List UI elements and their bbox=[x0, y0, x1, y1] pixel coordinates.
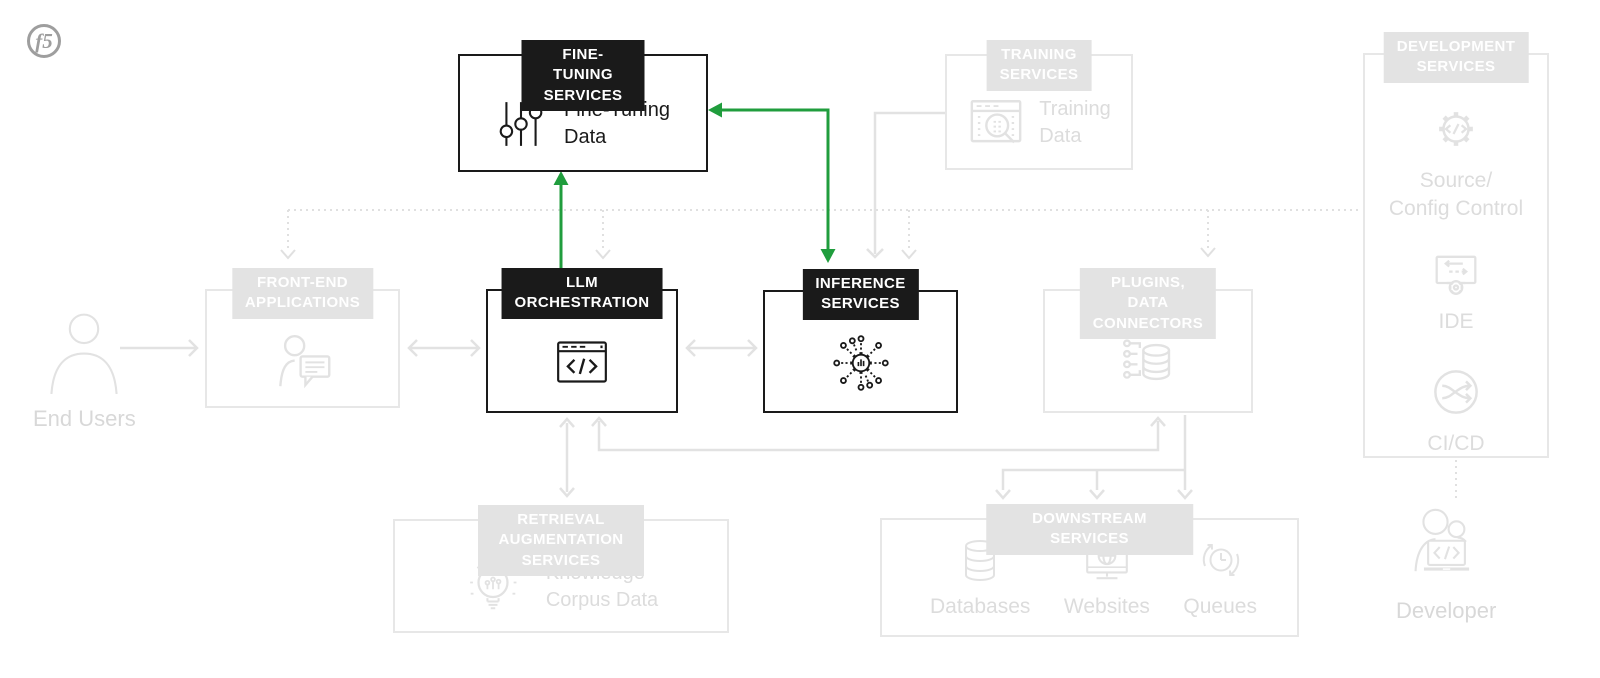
svg-text:f5: f5 bbox=[35, 29, 53, 53]
gear-code-icon bbox=[1426, 99, 1486, 159]
dev-item-ide: IDE bbox=[1428, 250, 1484, 336]
node-header: FINE-TUNING SERVICES bbox=[521, 40, 645, 111]
dev-item-cicd: CI/CD bbox=[1426, 362, 1486, 458]
node-downstream-services: DOWNSTREAM SERVICES Databases bbox=[880, 504, 1299, 637]
node-header: LLM ORCHESTRATION bbox=[501, 268, 663, 319]
node-header: INFERENCE SERVICES bbox=[802, 269, 919, 320]
downstream-item-websites: Websites bbox=[1064, 539, 1150, 621]
developer-figure: Developer bbox=[1396, 506, 1496, 626]
cicd-icon bbox=[1426, 362, 1486, 422]
node-inference-services: INFERENCE SERVICES bbox=[763, 269, 958, 413]
node-development-services: DEVELOPMENT SERVICES Source/ Config Cont… bbox=[1363, 32, 1549, 458]
downstream-item-label: Databases bbox=[930, 594, 1031, 618]
node-training-services: TRAINING SERVICES Training Data bbox=[945, 40, 1133, 170]
node-header: DOWNSTREAM SERVICES bbox=[985, 504, 1194, 555]
node-retrieval-augmentation-services: RETRIEVAL AUGMENTATION SERVICES Knowled bbox=[393, 505, 729, 633]
gear-hub-icon bbox=[830, 332, 892, 394]
table-search-icon bbox=[967, 94, 1025, 152]
queues-icon bbox=[1195, 535, 1245, 585]
node-header: PLUGINS, DATA CONNECTORS bbox=[1079, 268, 1217, 339]
end-users-label: End Users bbox=[33, 406, 136, 431]
dev-item-label: CI/CD bbox=[1427, 432, 1485, 456]
developer-label: Developer bbox=[1396, 598, 1497, 623]
person-icon bbox=[41, 312, 127, 394]
code-window-icon bbox=[556, 339, 608, 385]
developer-icon bbox=[1404, 506, 1488, 586]
node-header: TRAINING SERVICES bbox=[986, 40, 1092, 91]
ide-icon bbox=[1428, 250, 1484, 300]
node-front-end-applications: FRONT-END APPLICATIONS bbox=[205, 268, 400, 408]
node-fine-tuning-services: FINE-TUNING SERVICES Fine-Tuning Data bbox=[458, 40, 708, 172]
downstream-item-databases: Databases bbox=[930, 537, 1030, 621]
database-icon bbox=[956, 537, 1004, 585]
f5-logo: f5 bbox=[26, 23, 64, 61]
database-connector-icon bbox=[1120, 334, 1176, 390]
dotted-bus-arrowheads bbox=[280, 247, 1216, 260]
node-header: DEVELOPMENT SERVICES bbox=[1383, 32, 1529, 83]
node-header: FRONT-END APPLICATIONS bbox=[231, 268, 374, 319]
node-plugins-data-connectors: PLUGINS, DATA CONNECTORS bbox=[1043, 268, 1253, 413]
dev-item-source-config: Source/ Config Control bbox=[1389, 99, 1523, 224]
node-llm-orchestration: LLM ORCHESTRATION bbox=[486, 268, 678, 413]
dev-item-label: Source/ Config Control bbox=[1388, 169, 1524, 221]
node-label: Training Data bbox=[1039, 98, 1111, 147]
node-header: RETRIEVAL AUGMENTATION SERVICES bbox=[478, 505, 644, 576]
end-users-figure: End Users bbox=[33, 312, 136, 434]
person-chat-icon bbox=[272, 331, 334, 389]
dev-item-label: IDE bbox=[1438, 309, 1474, 333]
downstream-item-label: Queues bbox=[1183, 594, 1257, 618]
downstream-item-queues: Queues bbox=[1183, 535, 1257, 621]
downstream-item-label: Websites bbox=[1063, 594, 1150, 618]
